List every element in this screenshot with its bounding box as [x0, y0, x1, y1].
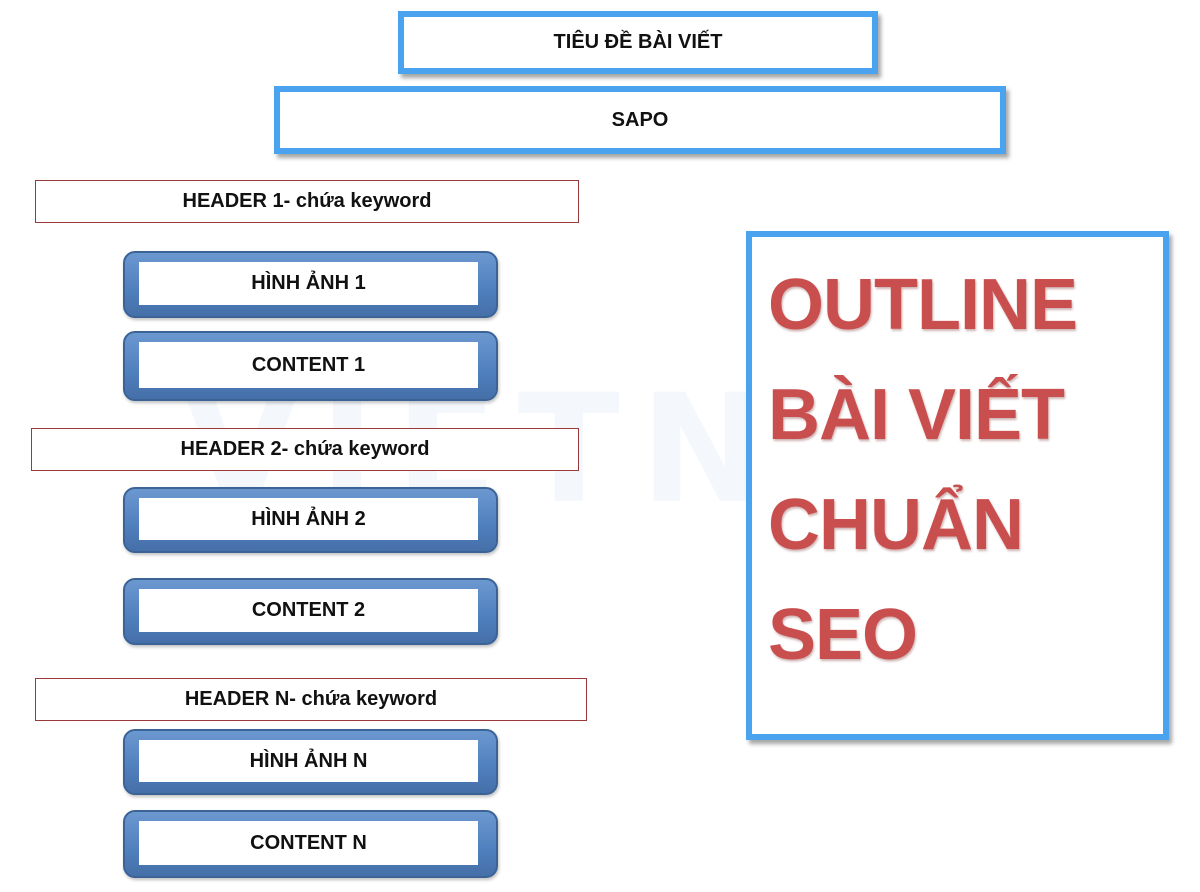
image-n-label: HÌNH ẢNH N [249, 749, 368, 772]
outline-line-1: OUTLINE [768, 265, 1078, 345]
header-1-box: HEADER 1- chứa keyword [35, 180, 579, 223]
image-2-label: HÌNH ẢNH 2 [251, 507, 366, 530]
content-1-label: CONTENT 1 [251, 353, 366, 376]
outline-panel: OUTLINE BÀI VIẾT CHUẨN SEO [746, 231, 1169, 740]
header-n-label: HEADER N- chứa keyword [184, 688, 438, 710]
content-2-box: CONTENT 2 [123, 578, 498, 645]
article-title-label: TIÊU ĐỀ BÀI VIẾT [553, 31, 723, 53]
content-2-label: CONTENT 2 [251, 599, 366, 621]
content-1-box: CONTENT 1 [123, 331, 498, 401]
header-n-box: HEADER N- chứa keyword [35, 678, 587, 721]
content-n-box: CONTENT N [123, 810, 498, 878]
header-1-label: HEADER 1- chứa keyword [182, 190, 432, 212]
sapo-box: SAPO [274, 86, 1006, 154]
outline-line-4: SEO [768, 595, 918, 675]
header-2-box: HEADER 2- chứa keyword [31, 428, 579, 471]
article-title-box: TIÊU ĐỀ BÀI VIẾT [398, 11, 878, 74]
outline-line-2: BÀI VIẾT [768, 375, 1065, 455]
image-1-box: HÌNH ẢNH 1 [123, 251, 498, 318]
image-1-label: HÌNH ẢNH 1 [251, 272, 366, 294]
image-n-box: HÌNH ẢNH N [123, 729, 498, 795]
content-n-label: CONTENT N [250, 831, 367, 854]
sapo-label: SAPO [611, 108, 669, 131]
image-2-box: HÌNH ẢNH 2 [123, 487, 498, 553]
header-2-label: HEADER 2- chứa keyword [180, 438, 430, 460]
outline-line-3: CHUẨN [768, 485, 1024, 565]
